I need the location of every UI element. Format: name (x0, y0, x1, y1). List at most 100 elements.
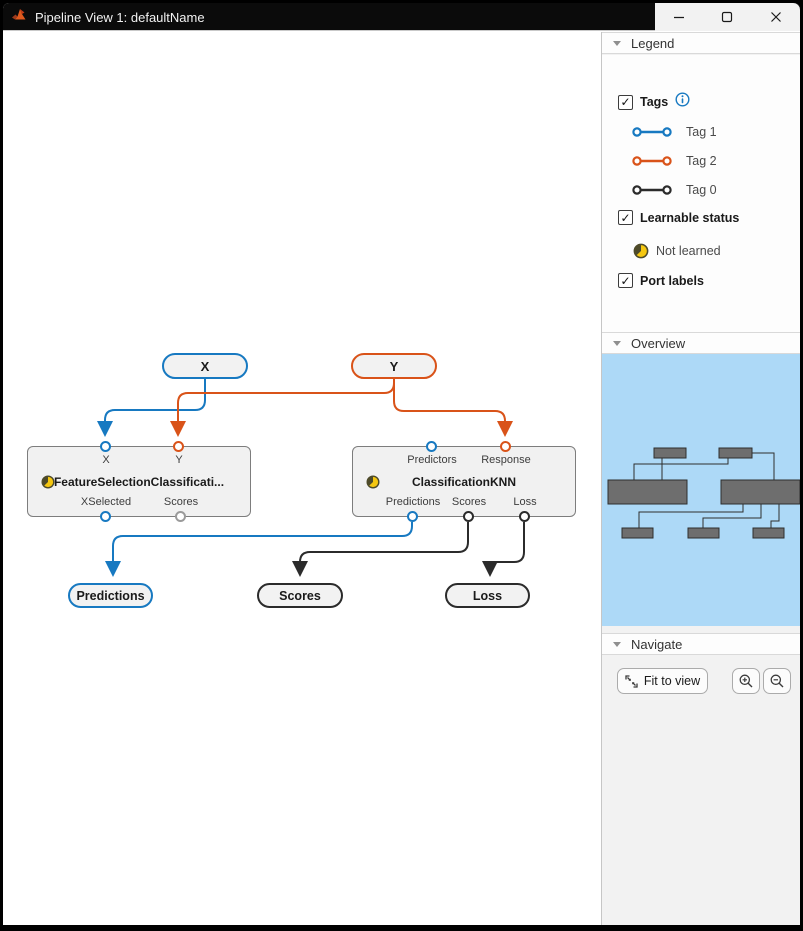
zoom-out-icon (770, 674, 784, 688)
edge-x-to-fs (97, 379, 206, 437)
navigate-body: Fit to view (602, 655, 800, 925)
legend-header-label: Legend (631, 35, 675, 51)
legend-tag-1: Tag 1 (632, 125, 717, 139)
port-label-response: Response (481, 454, 531, 466)
port-labels-checkbox[interactable] (618, 273, 633, 288)
zoom-out-button[interactable] (763, 668, 791, 694)
learnable-status-checkbox[interactable] (618, 210, 633, 225)
minimap-block (752, 527, 785, 539)
collapse-triangle-icon (613, 641, 621, 647)
tag-1-label: Tag 1 (686, 125, 717, 139)
minimap-block (718, 447, 753, 459)
canvas-panel-divider (601, 32, 602, 925)
maximize-icon (721, 11, 733, 23)
edge-y-to-fs (170, 379, 395, 437)
minimap-block (607, 479, 688, 505)
port-knn-scores-out[interactable] (463, 511, 474, 522)
tags-checkbox-row: Tags (618, 92, 690, 112)
minimize-button[interactable] (655, 3, 703, 31)
matlab-logo-icon (11, 7, 27, 28)
not-learned-label: Not learned (656, 244, 721, 258)
block-feature-selection[interactable]: FeatureSelectionClassificati... X Y XSel… (27, 441, 251, 522)
minimize-icon (673, 11, 685, 23)
port-knn-response-in[interactable] (500, 441, 511, 452)
sink-node-loss-label: Loss (472, 588, 503, 603)
side-panel: Legend Tags Ta (602, 32, 800, 925)
pipeline-canvas[interactable]: X Y FeatureSelectionClassificati... X Y … (3, 32, 601, 925)
fit-to-view-icon (625, 674, 638, 688)
overview-header-label: Overview (631, 335, 686, 351)
port-knn-predictions-out[interactable] (407, 511, 418, 522)
block-title: FeatureSelectionClassificati... (53, 475, 225, 489)
learnable-checkbox-row: Learnable status (618, 210, 739, 225)
minimap-block (621, 527, 654, 539)
block-title: ClassificationKNN (411, 475, 517, 489)
tag-0-sample-icon (632, 185, 672, 195)
port-knn-loss-out[interactable] (519, 511, 530, 522)
overview-minimap[interactable] (602, 354, 800, 626)
legend-tag-2: Tag 2 (632, 154, 717, 168)
port-fs-scores-out[interactable] (175, 511, 186, 522)
not-learned-row: Not learned (633, 243, 721, 259)
sink-node-scores[interactable]: Scores (257, 583, 343, 608)
titlebar[interactable]: Pipeline View 1: defaultName (3, 3, 800, 31)
edge-knn-scores-to-sink (292, 522, 469, 577)
sink-node-loss[interactable]: Loss (445, 583, 530, 608)
collapse-triangle-icon (613, 340, 621, 346)
close-icon (770, 11, 782, 23)
port-label-fs-scores: Scores (163, 496, 199, 508)
fit-to-view-label: Fit to view (643, 674, 701, 688)
zoom-in-button[interactable] (732, 668, 760, 694)
port-label-knn-scores: Scores (451, 496, 487, 508)
port-label-xselected: XSelected (80, 496, 132, 508)
edge-y-to-knn-response (393, 379, 513, 437)
sink-node-predictions-label: Predictions (76, 588, 145, 603)
info-icon[interactable] (675, 92, 690, 112)
sink-node-predictions[interactable]: Predictions (68, 583, 153, 608)
port-labels-label: Port labels (640, 273, 704, 288)
not-learned-icon (41, 475, 55, 494)
sink-node-scores-label: Scores (279, 588, 321, 603)
minimap-block (687, 527, 720, 539)
source-node-x[interactable]: X (162, 353, 248, 379)
collapse-triangle-icon (613, 40, 621, 46)
tags-checkbox[interactable] (618, 94, 633, 110)
not-learned-clock-icon (633, 243, 649, 259)
legend-tag-0: Tag 0 (632, 183, 717, 197)
port-label-y: Y (175, 454, 183, 466)
port-label-predictors: Predictors (407, 454, 457, 466)
source-node-y[interactable]: Y (351, 353, 437, 379)
tag-2-sample-icon (632, 156, 672, 166)
port-fs-xselected-out[interactable] (100, 511, 111, 522)
port-labels-checkbox-row: Port labels (618, 273, 704, 288)
tag-2-label: Tag 2 (686, 154, 717, 168)
source-node-y-label: Y (389, 358, 399, 374)
port-knn-predictors-in[interactable] (426, 441, 437, 452)
port-label-predictions: Predictions (385, 496, 441, 508)
maximize-button[interactable] (703, 3, 751, 31)
overview-section-header[interactable]: Overview (602, 332, 800, 354)
minimap-block (653, 447, 687, 459)
edge-knn-loss-to-sink (482, 522, 525, 577)
learnable-status-label: Learnable status (640, 210, 740, 225)
source-node-x-label: X (200, 358, 210, 374)
edge-layer (97, 379, 525, 577)
navigate-header-label: Navigate (631, 636, 683, 652)
window-title: Pipeline View 1: defaultName (35, 9, 205, 25)
legend-section-header[interactable]: Legend (602, 32, 800, 54)
edge-knn-predictions-to-sink (105, 522, 413, 577)
tag-1-sample-icon (632, 127, 672, 137)
zoom-in-icon (739, 674, 753, 688)
fit-to-view-button[interactable]: Fit to view (617, 668, 708, 694)
minimap-block (720, 479, 800, 505)
window-controls (655, 3, 800, 31)
port-label-x: X (102, 454, 110, 466)
navigate-section-header[interactable]: Navigate (602, 633, 800, 655)
close-button[interactable] (752, 3, 800, 31)
port-fs-y-in[interactable] (173, 441, 184, 452)
not-learned-icon (366, 475, 380, 494)
port-fs-x-in[interactable] (100, 441, 111, 452)
block-classification-knn[interactable]: ClassificationKNN Predictors Response Pr… (352, 441, 576, 522)
legend-body: Tags Tag 1 (602, 55, 800, 332)
tags-label: Tags (640, 95, 669, 109)
